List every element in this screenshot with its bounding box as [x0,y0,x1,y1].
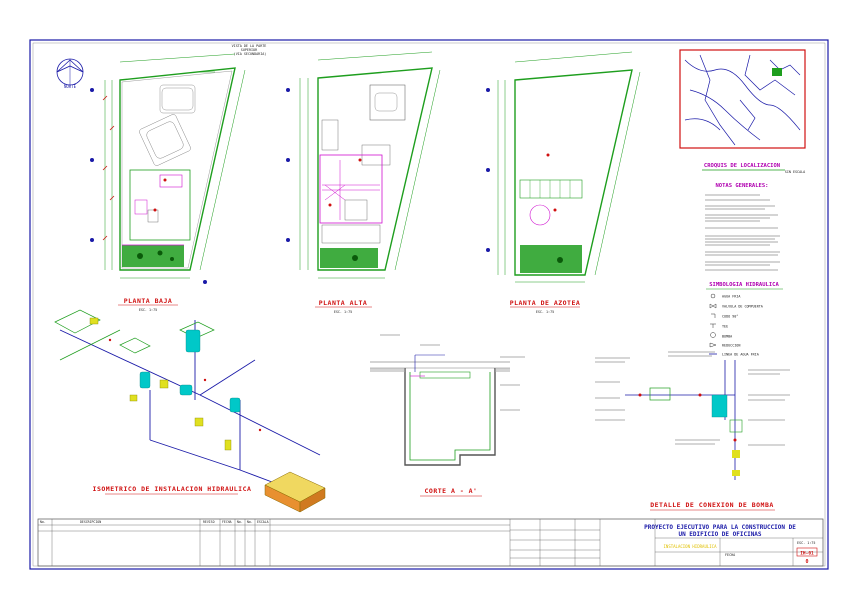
plan-ground-title: PLANTA BAJA [124,297,173,305]
symbol-label-1: VALVULA DE COMPUERTA [722,305,763,309]
plan-ground-floor [90,53,246,284]
location-scale: SIN ESCALA [785,170,805,174]
section-title: CORTE A - A' [425,487,478,495]
plan-upper-scale: ESC. 1:75 [334,310,352,314]
general-notes: NOTAS GENERALES: [705,183,780,271]
isometric-title: ISOMETRICO DE INSTALACION HIDRAULICA [93,485,252,493]
symbol-label-4: BOMBA [722,335,732,339]
symbology-title: SIMBOLOGIA HIDRAULICA [709,282,779,288]
street-label: VISTA DE LA PARTE SUPERIOR (VIA SECUNDAR… [232,44,269,56]
isometric-diagram [54,309,326,513]
symbol-label-3: TEE [722,325,728,329]
tb-header-escala: ESCALA [257,520,269,524]
symbol-icons [709,293,717,355]
location-title: CROQUIS DE LOCALIZACION [704,163,780,169]
tb-header-fecha: FECHA [222,520,232,524]
symbol-label-6: LINEA DE AGUA FRIA [722,353,759,357]
sheet-number: 0 [805,559,808,565]
project-line-1: PROYECTO EJECUTIVO PARA LA CONSTRUCCION … [644,524,796,531]
project-subtitle: INSTALACION HIDRAULICA [664,544,718,549]
pump-detail [595,351,790,480]
plan-upper-floor [286,51,441,279]
sheet-border [29,39,829,570]
north-arrow-icon: NORTE [56,58,84,89]
tb-header-desc: DESCRIPCION [80,520,101,524]
title-block: No. DESCRIPCION REVISO FECHA No. No. ESC… [37,518,824,567]
pump-title: DETALLE DE CONEXION DE BOMBA [650,501,774,509]
tb-header-reviso: REVISO [203,520,215,524]
scale-label: ESC. 1:75 [797,541,815,545]
date-label: FECHA [725,553,735,557]
tb-header-no3: No. [247,520,253,524]
project-line-2: UN EDIFICIO DE OFICINAS [678,531,761,538]
plan-upper-title: PLANTA ALTA [319,299,368,307]
sheet-code: IH-01 [800,551,814,557]
plan-roof-scale: ESC. 1:75 [536,310,554,314]
notes-title: NOTAS GENERALES: [716,183,769,189]
symbology-legend: SIMBOLOGIA HIDRAULICA AGUA FRIA VALVULA … [706,282,783,357]
symbol-label-2: CODO 90° [722,315,738,319]
symbol-label-0: AGUA FRIA [722,295,740,299]
symbol-label-5: REDUCCION [722,344,740,348]
plan-roof-title: PLANTA DE AZOTEA [510,299,581,307]
plan-roof [486,51,641,283]
tb-header-no2: No. [237,520,243,524]
plan-ground-scale: ESC. 1:75 [139,308,157,312]
section-diagram [370,334,525,466]
north-label: NORTE [64,84,77,89]
tb-header-no: No. [40,520,46,524]
location-map: CROQUIS DE LOCALIZACION SIN ESCALA [679,49,806,174]
